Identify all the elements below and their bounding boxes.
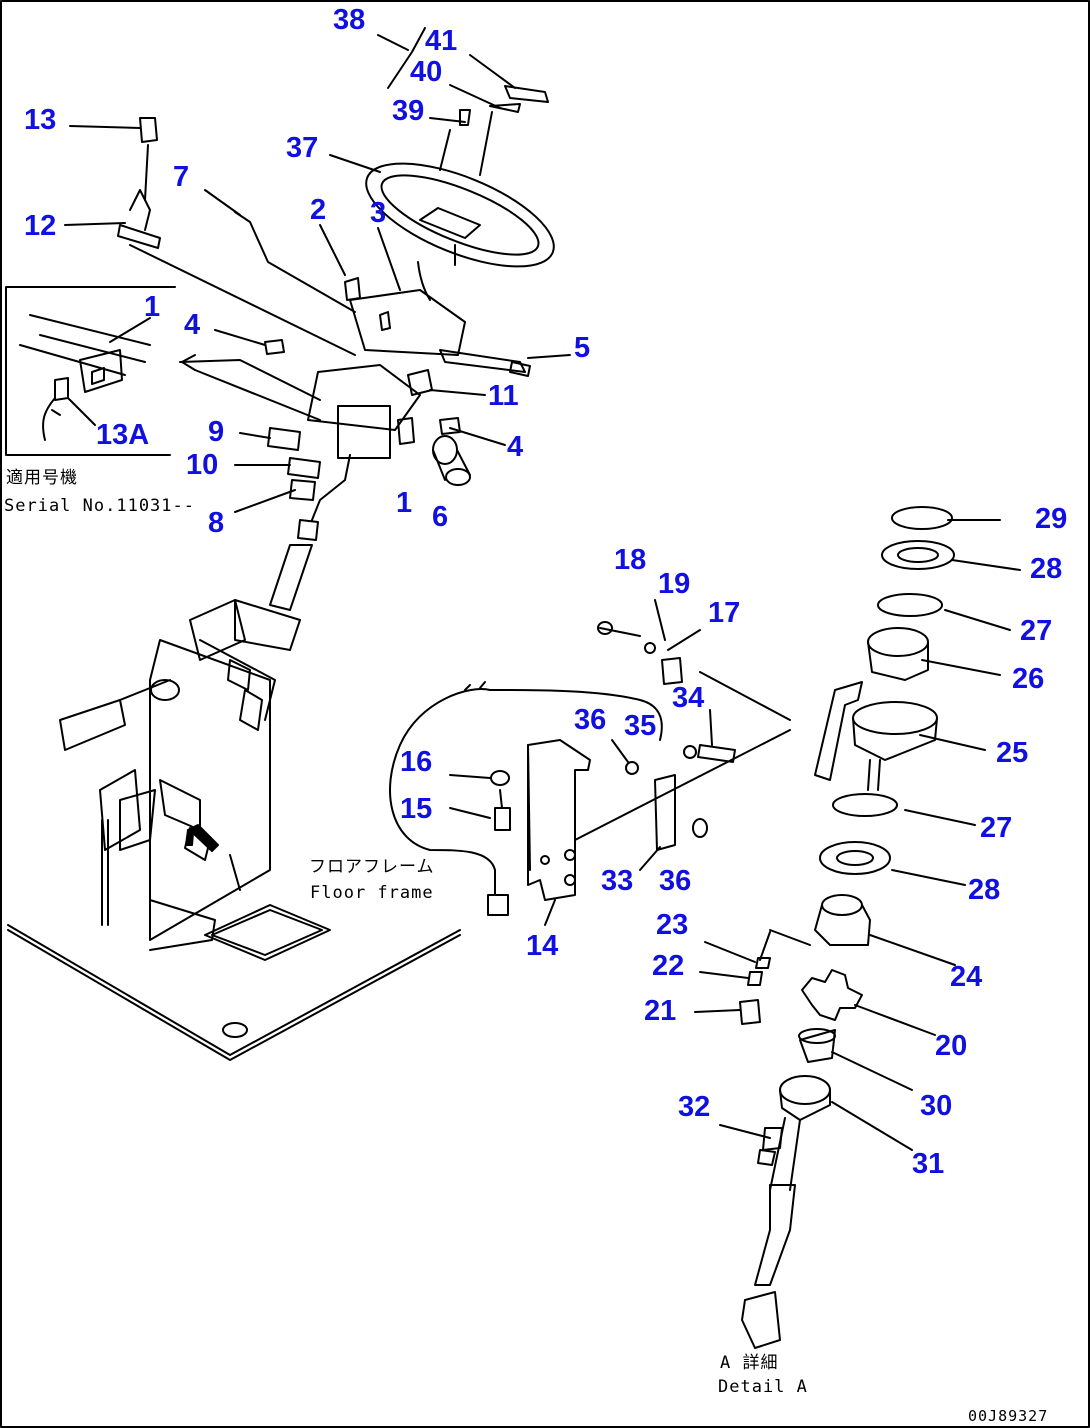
arrow-icon <box>185 824 219 852</box>
callout-6: 6 <box>432 501 449 533</box>
callout-22: 22 <box>652 950 685 982</box>
callout-4-lower: 4 <box>507 431 524 463</box>
callout-36-lower: 36 <box>659 865 692 897</box>
detail-a-english: Detail A <box>718 1377 808 1397</box>
callout-25: 25 <box>996 737 1029 769</box>
inset-frame <box>5 286 176 456</box>
callout-2: 2 <box>310 194 327 226</box>
callout-14: 14 <box>526 930 559 962</box>
callout-32: 32 <box>678 1091 711 1123</box>
callout-33: 33 <box>601 865 634 897</box>
callout-17: 17 <box>708 597 741 629</box>
callout-9: 9 <box>208 416 225 448</box>
callout-31: 31 <box>912 1148 945 1180</box>
callout-34: 34 <box>672 682 705 714</box>
callout-16: 16 <box>400 746 433 778</box>
detail-a-box <box>337 405 391 459</box>
callout-39: 39 <box>392 95 425 127</box>
floor-frame-english: Floor frame <box>310 883 434 903</box>
callout-13a: 13A <box>96 419 150 451</box>
callout-19: 19 <box>658 568 691 600</box>
detail-a-japanese: A 詳細 <box>720 1353 779 1373</box>
callout-38: 38 <box>333 4 366 36</box>
callout-1-lower: 1 <box>396 487 413 519</box>
callout-1-inset: 1 <box>144 291 161 323</box>
callout-21: 21 <box>644 995 677 1027</box>
callout-28-upper: 28 <box>1030 553 1063 585</box>
drawing-code: 00J89327 <box>968 1407 1049 1425</box>
callout-10: 10 <box>186 449 219 481</box>
callout-27-lower: 27 <box>980 812 1013 844</box>
callout-3: 3 <box>370 197 387 229</box>
callout-18: 18 <box>614 544 647 576</box>
serial-note-english: Serial No.11031-- <box>4 496 195 516</box>
callout-37: 37 <box>286 132 319 164</box>
floor-frame-japanese: フロアフレーム <box>309 857 435 877</box>
serial-note-japanese: 適用号機 <box>6 468 78 488</box>
callout-28-lower: 28 <box>968 874 1001 906</box>
callout-7: 7 <box>173 161 190 193</box>
callout-30: 30 <box>920 1090 953 1122</box>
callout-13: 13 <box>24 104 57 136</box>
callout-35: 35 <box>624 710 657 742</box>
callout-26: 26 <box>1012 663 1045 695</box>
callout-40: 40 <box>410 56 443 88</box>
callout-20: 20 <box>935 1030 968 1062</box>
callout-41: 41 <box>425 25 458 57</box>
callout-5: 5 <box>574 332 591 364</box>
callout-15: 15 <box>400 793 433 825</box>
callout-29: 29 <box>1035 503 1068 535</box>
callout-8: 8 <box>208 507 225 539</box>
callout-24: 24 <box>950 961 983 993</box>
callout-4-upper: 4 <box>184 309 201 341</box>
callout-27-upper: 27 <box>1020 615 1053 647</box>
callout-11: 11 <box>488 380 519 412</box>
callout-23: 23 <box>656 909 689 941</box>
callout-36-upper: 36 <box>574 704 607 736</box>
callout-12: 12 <box>24 210 57 242</box>
